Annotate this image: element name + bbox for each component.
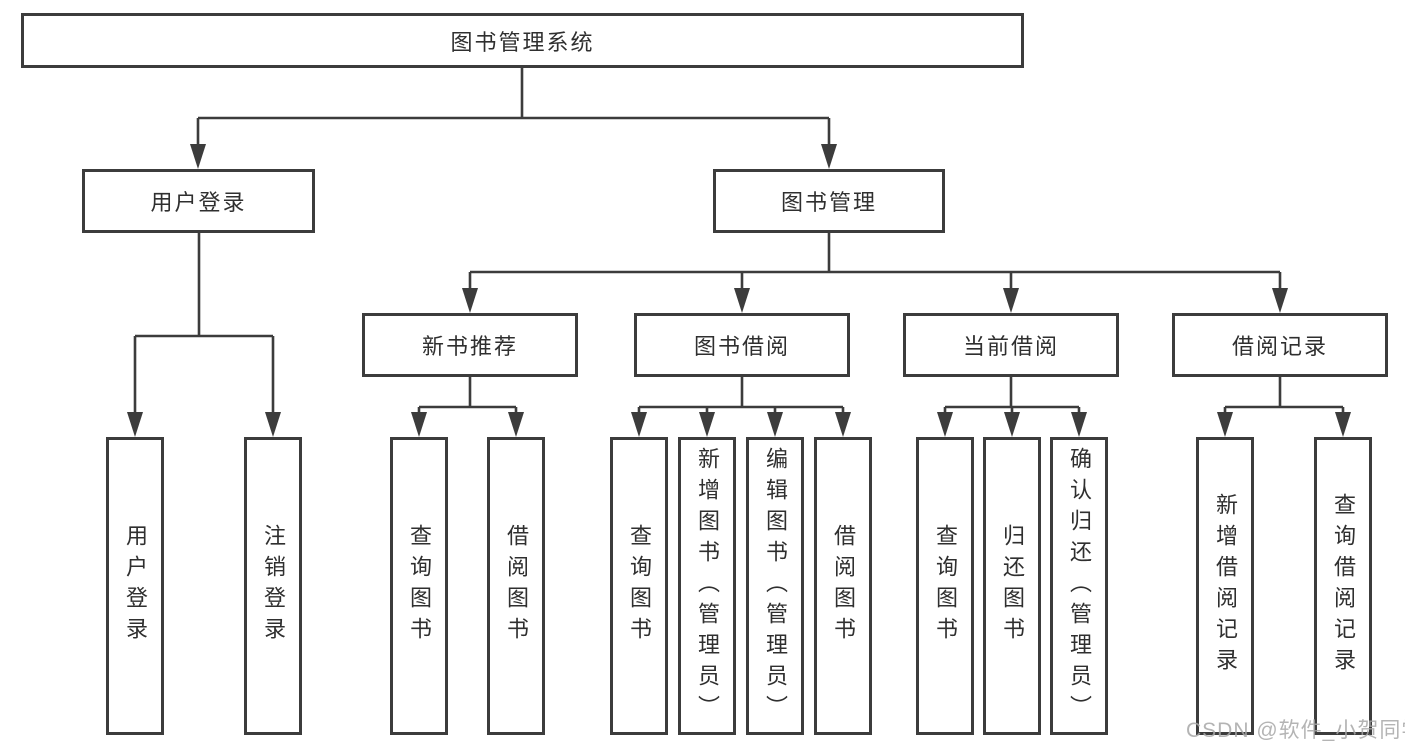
leaf-query-books-recommend: 查询图书 (390, 437, 448, 735)
node-borrowing-records: 借阅记录 (1172, 313, 1388, 377)
node-user-login: 用户登录 (82, 169, 315, 233)
leaf-edit-book-admin: 编辑图书（管理员） (746, 437, 804, 735)
node-current-borrowing: 当前借阅 (903, 313, 1119, 377)
leaf-query-borrow-record: 查询借阅记录 (1314, 437, 1372, 735)
node-new-book-recommend: 新书推荐 (362, 313, 578, 377)
node-book-management: 图书管理 (713, 169, 945, 233)
leaf-query-books-borrowing: 查询图书 (610, 437, 668, 735)
leaf-add-book-admin: 新增图书（管理员） (678, 437, 736, 735)
leaf-add-borrow-record: 新增借阅记录 (1196, 437, 1254, 735)
node-book-borrowing: 图书借阅 (634, 313, 850, 377)
csdn-watermark: CSDN @软件_小贺同学 (1186, 719, 1405, 742)
leaf-borrow-books: 借阅图书 (814, 437, 872, 735)
leaf-confirm-return-admin: 确认归还（管理员） (1050, 437, 1108, 735)
leaf-query-books-current: 查询图书 (916, 437, 974, 735)
node-library-system: 图书管理系统 (21, 13, 1024, 68)
leaf-user-login: 用户登录 (106, 437, 164, 735)
leaf-borrow-books-recommend: 借阅图书 (487, 437, 545, 735)
leaf-return-book: 归还图书 (983, 437, 1041, 735)
leaf-logout: 注销登录 (244, 437, 302, 735)
